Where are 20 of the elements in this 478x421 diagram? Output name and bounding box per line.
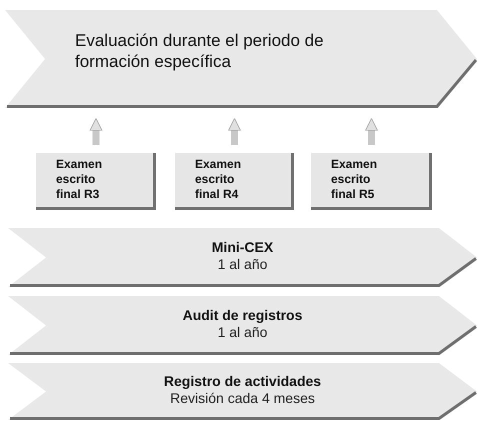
chevron-band (8, 363, 477, 420)
chevron-band (8, 296, 477, 355)
block-arrow (365, 118, 378, 145)
exam-box (36, 153, 156, 210)
band-title: Mini-CEX (212, 238, 274, 256)
chevron-band (8, 228, 477, 287)
block-arrow (90, 118, 102, 145)
exam-label: Examen escrito final R4 (195, 157, 242, 202)
exam-box (175, 153, 294, 210)
band-note: Revisión cada 4 meses (170, 390, 315, 406)
band-note: 1 al año (218, 324, 268, 340)
exam-label: Examen escrito final R5 (331, 157, 378, 202)
block-arrow (228, 118, 241, 145)
band-note: 1 al año (218, 256, 268, 272)
band-title: Registro de actividades (164, 372, 322, 390)
exam-box (311, 153, 432, 210)
band-title: Evaluación durante el periodo de formación específica (75, 30, 325, 72)
exam-label: Examen escrito final R3 (56, 157, 104, 202)
chevron-band (5, 10, 477, 108)
band-title: Audit de registros (182, 306, 302, 324)
